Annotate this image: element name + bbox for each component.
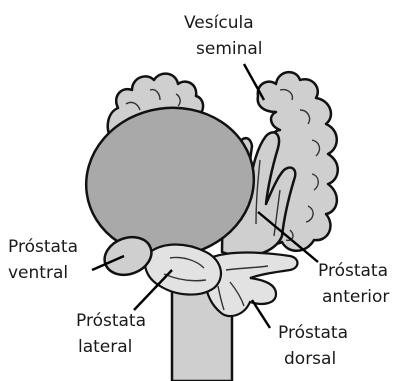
label-dorsal-line2: dorsal xyxy=(284,349,336,369)
label-lateral-line2: lateral xyxy=(78,337,132,357)
label-vesicula-line2: seminal xyxy=(196,39,263,59)
label-dorsal-line1: Próstata xyxy=(278,323,348,343)
label-anterior-line1: Próstata xyxy=(318,261,388,281)
leader-vesicula xyxy=(244,64,264,100)
label-vesicula-line1: Vesícula xyxy=(184,13,254,33)
label-lateral-line1: Próstata xyxy=(76,311,146,331)
label-anterior-line2: anterior xyxy=(322,287,389,307)
label-ventral-line1: Próstata xyxy=(8,237,78,257)
label-ventral-line2: ventral xyxy=(8,263,68,283)
